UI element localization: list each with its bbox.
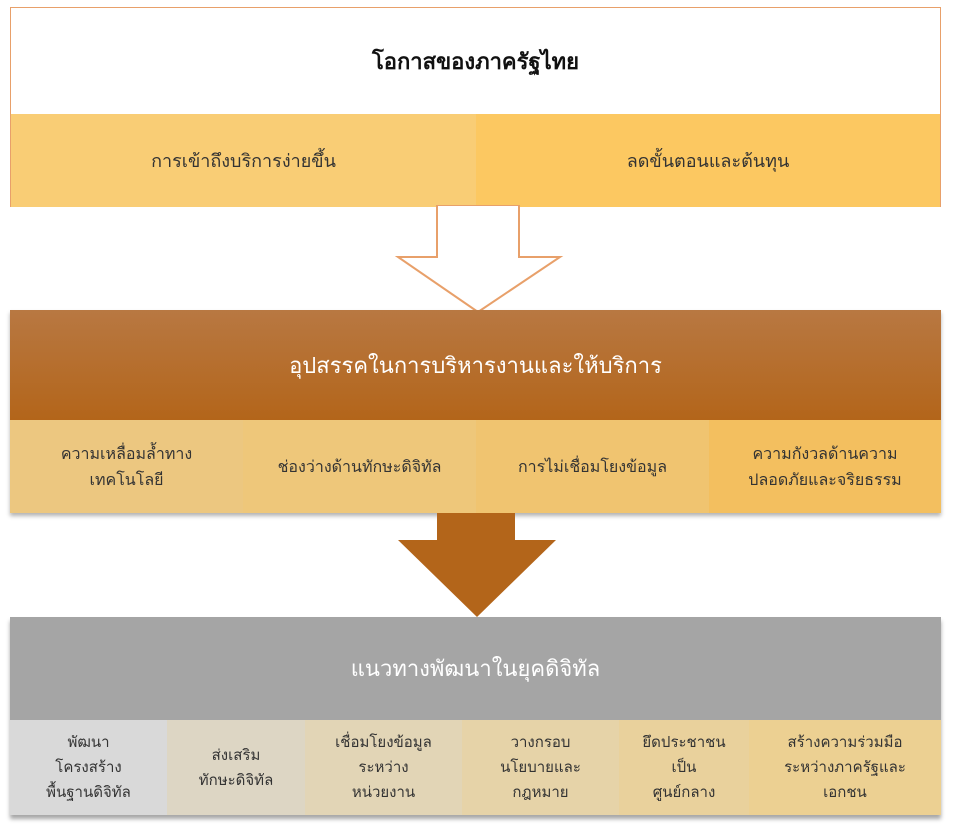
guideline-line: เอกชน xyxy=(823,782,867,801)
guideline-line: หน่วยงาน xyxy=(351,782,416,801)
guideline-line: โครงสร้าง xyxy=(55,758,122,777)
guideline-line: ส่งเสริม xyxy=(211,745,261,764)
obstacles-title: อุปสรรคในการบริหารงานและให้บริการ xyxy=(10,310,941,420)
guideline-item: สร้างความร่วมมือระหว่างภาครัฐและเอกชน xyxy=(749,720,941,815)
guideline-line: พัฒนา xyxy=(67,733,110,752)
guideline-line: พื้นฐานดิจิทัล xyxy=(46,782,131,801)
guideline-line: สร้างความร่วมมือ xyxy=(787,733,903,752)
guideline-line: นโยบายและ xyxy=(500,758,581,777)
guideline-line: ทักษะดิจิทัล xyxy=(198,770,274,789)
obstacle-line: ช่องว่างด้านทักษะดิจิทัล xyxy=(277,456,442,476)
guideline-item: เชื่อมโยงข้อมูลระหว่างหน่วยงาน xyxy=(305,720,462,815)
obstacle-item: ความเหลื่อมล้ำทางเทคโนโลยี xyxy=(10,420,243,513)
obstacle-item: การไม่เชื่อมโยงข้อมูล xyxy=(476,420,709,513)
guideline-line: กฎหมาย xyxy=(512,782,569,801)
opportunity-item: ลดขั้นตอนและต้นทุน xyxy=(476,114,940,207)
obstacle-line: ความเหลื่อมล้ำทาง xyxy=(60,443,193,463)
guideline-item: วางกรอบนโยบายและกฎหมาย xyxy=(462,720,619,815)
obstacle-line: การไม่เชื่อมโยงข้อมูล xyxy=(517,456,668,476)
opportunity-item: การเข้าถึงบริการง่ายขึ้น xyxy=(11,114,476,207)
opportunities-title: โอกาสของภาครัฐไทย xyxy=(371,49,580,75)
obstacle-line: ปลอดภัยและจริยธรรม xyxy=(748,469,902,489)
guideline-line: ระหว่างภาครัฐและ xyxy=(784,758,906,777)
solid-down-arrow-icon xyxy=(398,513,556,617)
guideline-line: ยึดประชาชน xyxy=(642,733,726,752)
guideline-item: ยึดประชาชนเป็นศูนย์กลาง xyxy=(619,720,749,815)
obstacles-box: อุปสรรคในการบริหารงานและให้บริการ ความเห… xyxy=(10,310,941,513)
guideline-line: เชื่อมโยงข้อมูล xyxy=(335,733,432,752)
obstacle-item: ช่องว่างด้านทักษะดิจิทัล xyxy=(243,420,476,513)
obstacle-line: เทคโนโลยี xyxy=(89,469,164,489)
guidelines-title: แนวทางพัฒนาในยุคดิจิทัล xyxy=(10,617,941,720)
guideline-line: เป็น xyxy=(671,758,697,777)
obstacle-line: ความกังวลด้านความ xyxy=(752,443,898,463)
guideline-line: วางกรอบ xyxy=(510,733,571,752)
guideline-line: ศูนย์กลาง xyxy=(652,782,716,801)
opportunities-box: โอกาสของภาครัฐไทย การเข้าถึงบริการง่ายขึ… xyxy=(10,7,941,207)
guideline-line: ระหว่าง xyxy=(358,758,409,777)
guideline-item: ส่งเสริมทักษะดิจิทัล xyxy=(167,720,305,815)
guideline-item: พัฒนาโครงสร้างพื้นฐานดิจิทัล xyxy=(10,720,167,815)
obstacle-item: ความกังวลด้านความปลอดภัยและจริยธรรม xyxy=(709,420,941,513)
guidelines-box: แนวทางพัฒนาในยุคดิจิทัล พัฒนาโครงสร้างพื… xyxy=(10,617,941,815)
hollow-down-arrow-icon xyxy=(394,205,564,314)
